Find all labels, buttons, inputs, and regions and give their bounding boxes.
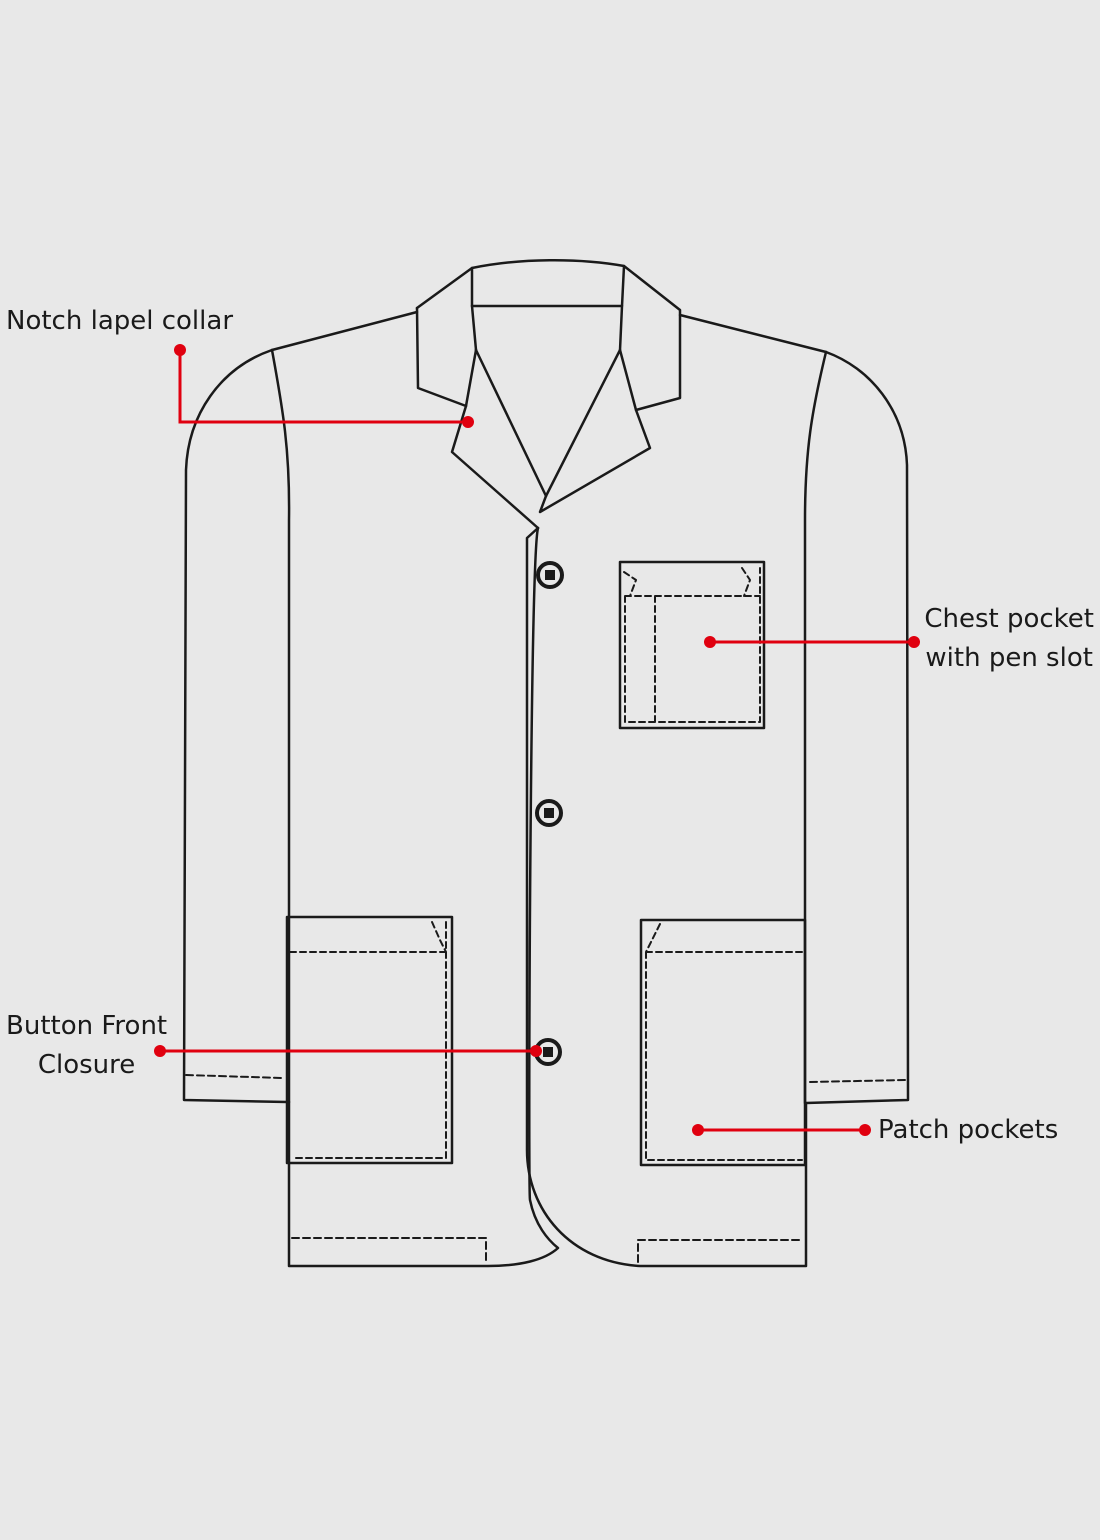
chest-pocket [618,560,766,730]
right-patch-pocket [639,918,807,1167]
left-shoulder [270,310,419,352]
collar-callout-line [178,350,468,424]
right-cuff-stitch [809,1079,906,1083]
button-closure-label: Button Front Closure [6,1007,167,1085]
neckline-right [618,304,624,352]
chest-pocket-stitch [623,567,761,723]
collar-left-stand [415,306,468,408]
patch-callout-dot-start [692,1124,704,1136]
chest-pocket-label: Chest pocket with pen slot [924,600,1094,678]
left-cuff-stitch [185,1074,283,1079]
left-patch-pocket [285,915,454,1165]
collar-inner [470,264,626,308]
left-front-edge [287,526,560,1268]
button-callout-dot-start [154,1045,166,1057]
collar-callout-dot-start [174,344,186,356]
front-buttons [534,561,564,1066]
patch-pockets-label: Patch pockets [878,1111,1058,1150]
button-top [536,561,564,589]
button-closure-label-line1: Button Front [6,1011,168,1041]
chest-callout-dot-end [908,636,920,648]
chest-pocket-label-line2: with pen slot [925,643,1093,673]
right-patch-pocket-stitch [645,923,803,1161]
collar-label: Notch lapel collar [6,302,233,341]
collar-back [415,258,682,412]
left-sleeve [182,348,289,1104]
left-sleeve-inner-seam [270,348,291,1104]
neckline-left [470,304,478,352]
right-lapel [538,348,652,514]
chest-callout-dot-start [704,636,716,648]
left-lapel-roll [474,348,548,498]
right-hem-stitch [637,1239,804,1263]
left-lapel [450,348,540,530]
button-callout-dot-end [530,1045,542,1057]
chest-pocket-label-line1: Chest pocket [924,604,1094,634]
right-front-edge [525,526,808,1268]
collar-callout-dot-end [462,416,474,428]
button-closure-label-line2: Closure [37,1050,136,1080]
patch-callout-dot-end [859,1124,871,1136]
button-middle [535,799,563,827]
right-shoulder [678,313,828,354]
patch-pockets-label-text: Patch pockets [878,1115,1059,1145]
collar-label-text: Notch lapel collar [6,306,234,336]
right-sleeve-inner-seam [803,350,828,1105]
left-hem-stitch [291,1237,487,1263]
right-sleeve [804,350,910,1105]
left-patch-pocket-stitch [289,921,447,1159]
